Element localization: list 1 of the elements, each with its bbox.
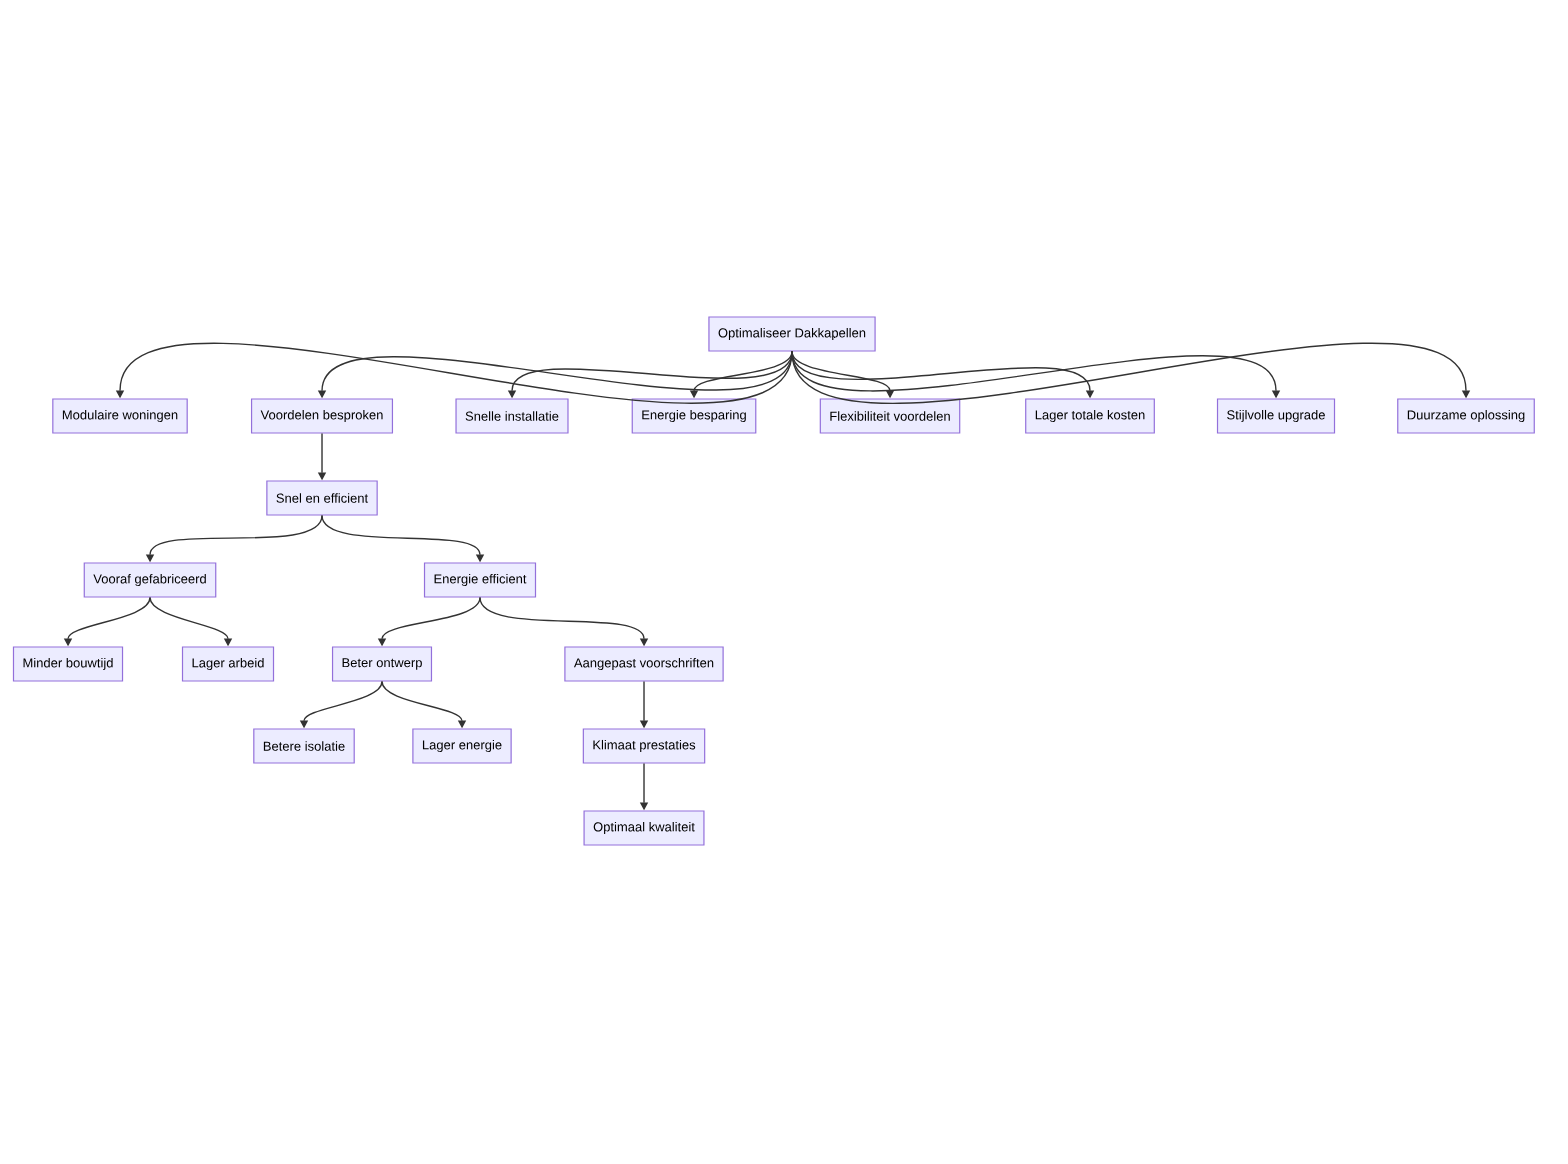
arrow bbox=[791, 342, 1471, 404]
